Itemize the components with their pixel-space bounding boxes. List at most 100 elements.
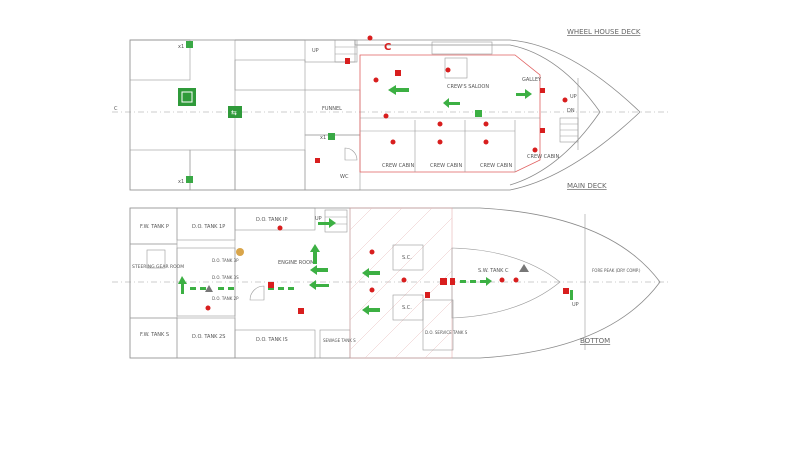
extinguisher-icon — [315, 158, 320, 163]
crew-cabin-1-label: CREW CABIN — [382, 163, 414, 169]
stern-bay-top-right — [189, 149, 236, 191]
saloon-table — [444, 57, 468, 79]
c-marker: C — [384, 42, 391, 53]
extinguisher-icon — [345, 58, 350, 64]
fire-detector-icon — [437, 121, 443, 127]
dn-label: DN — [567, 108, 575, 114]
sc-1-label: S.C. — [402, 255, 412, 261]
fire-pump-icon — [205, 285, 213, 292]
fire-detector-icon — [383, 113, 389, 119]
extinguisher-icon — [540, 128, 545, 133]
do-tank-is-label: D.O. TANK IS — [256, 337, 288, 343]
sw-tank-c-label: S.W. TANK C — [478, 268, 509, 274]
fire-detector-icon — [532, 147, 538, 153]
extinguisher-icon — [540, 88, 545, 93]
emergency-exit-icon: ⇆ — [228, 106, 242, 118]
escape-dashes-fwd — [460, 277, 573, 300]
liferaft-sign-b — [328, 133, 335, 140]
do-tank-1p-label: D.O. TANK 1P — [192, 224, 225, 230]
crew-cabin-4-label: CREW CABIN — [527, 154, 559, 160]
up-main-label: UP — [312, 48, 319, 54]
bottom-plan: F.W. TANK P F.W. TANK S STEERING GEAR RO… — [112, 94, 670, 359]
crew-cabin-2-label: CREW CABIN — [430, 163, 462, 169]
fire-pump-icon — [519, 264, 529, 272]
wheel-house-deck-title: WHEEL HOUSE DECK — [567, 28, 641, 36]
do-tank-ip-label: D.O. TANK IP — [256, 217, 288, 223]
x1-label-b: x1 — [320, 135, 326, 141]
fire-detector-icon — [390, 139, 396, 145]
extinguisher-icon — [298, 308, 304, 314]
extinguisher-icon — [395, 70, 401, 76]
fire-detector-icon — [277, 225, 283, 231]
extinguisher-icon — [268, 282, 274, 288]
extinguisher-icon — [563, 288, 569, 294]
exit-sign-corridor — [475, 110, 482, 117]
fire-detector-icon — [483, 139, 489, 145]
fw-tank-s-label: F.W. TANK S — [140, 332, 169, 338]
fw-tank-p-label: F.W. TANK P — [140, 224, 169, 230]
extinguisher-icon — [425, 292, 430, 298]
muster-station-icon — [178, 88, 196, 106]
sewage-tank-label: SEWAGE TANK S — [323, 338, 356, 343]
wc-door-swing — [344, 147, 358, 161]
escape-arrow-saloon — [388, 85, 409, 95]
fire-detector-icon — [513, 277, 519, 283]
escape-arrow-galley — [516, 89, 532, 99]
fire-detector-icon — [369, 249, 375, 255]
liferaft-sign-c — [186, 176, 193, 183]
fire-detector-icon — [369, 287, 375, 293]
hatched-void-area — [349, 207, 453, 359]
stair-box — [304, 39, 356, 63]
steering-room-box — [129, 243, 178, 319]
centerline-mark-aft: C — [114, 106, 118, 112]
escape-arrow-corridor — [443, 98, 460, 108]
wc-box — [304, 134, 361, 191]
fire-detector-icon — [401, 277, 407, 283]
main-deck-hull — [129, 39, 641, 191]
extinguisher-icon — [450, 278, 455, 285]
bottom-door-swing — [249, 285, 265, 301]
engine-casing-bottom — [234, 149, 306, 191]
do-service-tank-box — [422, 299, 454, 351]
up-bottom-label: UP — [315, 216, 322, 222]
main-deck-title: MAIN DECK — [567, 182, 607, 190]
x1-label-a: x1 — [178, 44, 184, 50]
accommodation-boundary — [359, 54, 541, 173]
do-tank-2s-label: D.O. TANK 2S — [192, 334, 225, 340]
stern-bay-top — [129, 39, 191, 81]
wheel-house-outline — [130, 39, 601, 186]
do-tank-is-box — [234, 329, 316, 359]
fire-detector-icon — [373, 77, 379, 83]
extinguisher-icon — [440, 278, 447, 285]
crew-cabin-3-label: CREW CABIN — [480, 163, 512, 169]
crews-saloon-label: CREW'S SALOON — [447, 84, 489, 90]
do-tank-3p-label: D.O. TANK 3P — [212, 258, 239, 263]
wc-label: WC — [340, 174, 349, 180]
svg-text:⇆: ⇆ — [231, 109, 237, 117]
fire-detector-icon — [205, 305, 211, 311]
sc-1-box — [392, 244, 424, 271]
liferaft-sign-a — [186, 41, 193, 48]
fire-detector-icon — [562, 97, 568, 103]
person-icon — [236, 248, 244, 256]
sewage-tank-box — [319, 329, 351, 359]
x1-label-c: x1 — [178, 179, 184, 185]
escape-arrow-bottom-6 — [178, 276, 187, 294]
fire-detector-icon — [445, 67, 451, 73]
steering-hatch — [146, 249, 166, 269]
escape-arrow-bottom-4 — [362, 268, 380, 278]
do-tank-3s-label: D.O. TANK 3S — [212, 275, 239, 280]
up-bottom-label-2: UP — [572, 302, 579, 308]
main-deck-plan: FUNNEL CREW'S SALOON GALLEY CREW CABIN C… — [112, 28, 670, 191]
up-main-label-2: UP — [570, 94, 577, 100]
sc-2-label: S.C. — [402, 305, 412, 311]
steering-room-label: STEERING GEAR ROOM — [132, 264, 184, 270]
fire-detector-icon — [499, 277, 505, 283]
funnel-label: FUNNEL — [322, 106, 342, 112]
escape-dashes-aft — [190, 287, 294, 290]
funnel-box — [304, 89, 361, 136]
engine-room-label: ENGINE ROOM — [278, 260, 314, 266]
galley-label: GALLEY — [522, 77, 542, 83]
escape-arrow-bottom-3 — [310, 265, 328, 275]
